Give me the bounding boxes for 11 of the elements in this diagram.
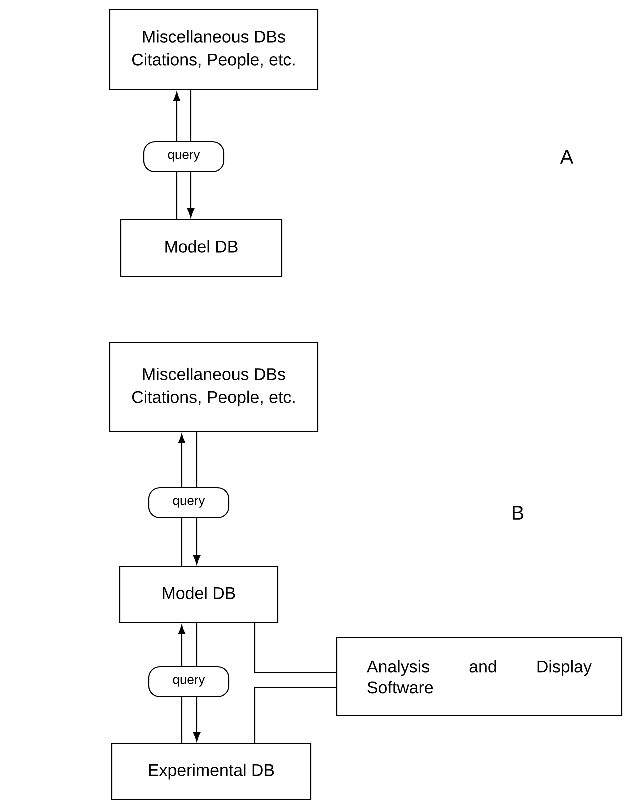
panel-letter: A bbox=[560, 150, 574, 164]
database-box: Model DB bbox=[120, 219, 283, 278]
edge-label: query bbox=[143, 141, 225, 173]
database-box: Model DB bbox=[119, 566, 279, 624]
database-box: Miscellaneous DBs Citations, People, etc. bbox=[109, 9, 319, 91]
database-box: Experimental DB bbox=[111, 743, 312, 801]
panel-letter: B bbox=[513, 506, 524, 520]
edge-label: query bbox=[148, 666, 230, 698]
edge-label: query bbox=[148, 487, 230, 519]
database-box: Analysis and Display Software bbox=[336, 637, 623, 717]
database-box: Miscellaneous DBs Citations, People, etc. bbox=[109, 342, 319, 433]
